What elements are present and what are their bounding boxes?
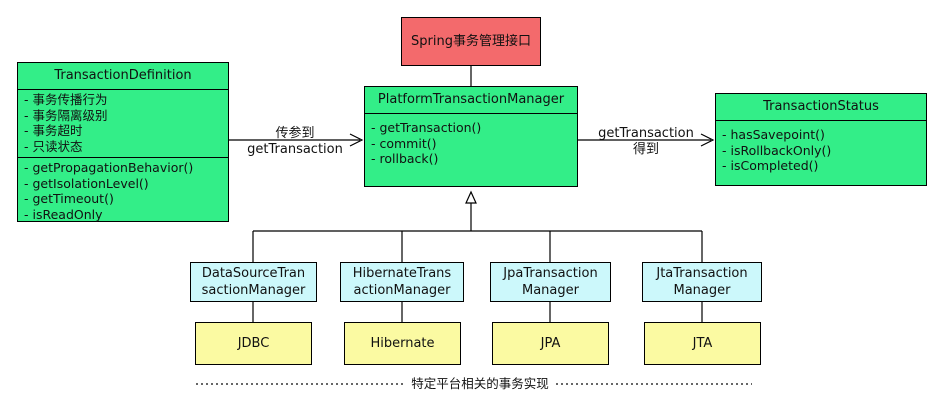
platform-transaction-manager-title: PlatformTransactionManager <box>365 87 577 114</box>
arrowhead-left <box>349 133 364 147</box>
platform-transaction-manager-box: PlatformTransactionManager - getTransact… <box>364 86 578 187</box>
definition-method: - getIsolationLevel() <box>24 175 149 191</box>
impl-box-jta: JtaTransaction Manager <box>642 262 762 302</box>
tech-label: JPA <box>540 336 561 351</box>
edge-label-right-line1: getTransaction <box>598 126 694 141</box>
manager-methods: - getTransaction() - commit() - rollback… <box>365 114 577 170</box>
definition-attr: - 只读状态 <box>24 138 83 154</box>
impl-label-line2: Manager <box>522 283 579 298</box>
edge-label-left-line1: 传参到 <box>275 126 315 141</box>
impl-label-line1: JpaTransaction <box>503 266 598 281</box>
impl-label-line1: HibernateTrans <box>352 266 452 281</box>
tech-label: JTA <box>692 336 713 351</box>
definition-attr: - 事务隔离级别 <box>24 107 108 123</box>
tech-label: JDBC <box>237 336 270 351</box>
tech-box-jpa: JPA <box>492 322 609 365</box>
impl-box-jpa: JpaTransaction Manager <box>490 262 611 302</box>
definition-method: - getTimeout() <box>24 191 114 206</box>
impl-label-line2: Manager <box>673 283 731 298</box>
impl-label-line1: DataSourceTran <box>201 266 306 281</box>
manager-method: - commit() <box>371 135 437 151</box>
edge-label-left: 传参到 getTransaction <box>240 126 350 158</box>
definition-method: - getPropagationBehavior() <box>24 160 194 175</box>
transaction-status-box: TransactionStatus - hasSavepoint() - isR… <box>715 93 927 186</box>
footer-label: 特定平台相关的事务实现 <box>411 376 549 391</box>
impl-label-line2: actionManager <box>353 283 451 298</box>
tech-box-jta: JTA <box>644 322 761 365</box>
definition-method: - isReadOnly <box>24 206 103 222</box>
manager-method: - getTransaction() <box>371 120 482 135</box>
edge-label-right-line2: 得到 <box>632 142 659 157</box>
manager-method: - rollback() <box>371 151 439 166</box>
status-method: - isRollbackOnly() <box>722 142 832 158</box>
definition-attrs: - 事务传播行为 - 事务隔离级别 - 事务超时 - 只读状态 <box>18 90 228 158</box>
arrowhead-right <box>700 133 715 147</box>
status-method: - isCompleted() <box>722 158 819 173</box>
tech-label: Hibernate <box>370 336 435 351</box>
edge-label-left-line2: getTransaction <box>247 142 343 157</box>
status-methods: - hasSavepoint() - isRollbackOnly() - is… <box>716 121 926 177</box>
transaction-status-title: TransactionStatus <box>716 94 926 121</box>
definition-attr: - 事务传播行为 <box>24 92 108 107</box>
transaction-definition-title: TransactionDefinition <box>18 63 228 90</box>
definition-methods: - getPropagationBehavior() - getIsolatio… <box>18 158 228 225</box>
impl-label-line2: sactionManager <box>201 283 306 298</box>
edge-label-right: getTransaction 得到 <box>588 126 704 158</box>
impl-box-hibernate: HibernateTrans actionManager <box>340 262 464 302</box>
spring-interface-box: Spring事务管理接口 <box>401 17 541 66</box>
spring-interface-title: Spring事务管理接口 <box>411 34 531 49</box>
tech-box-jdbc: JDBC <box>195 322 312 365</box>
inheritance-triangle <box>465 190 477 204</box>
definition-attr: - 事务超时 <box>24 123 83 138</box>
tech-box-hibernate: Hibernate <box>344 322 461 365</box>
impl-label-line1: JtaTransaction <box>656 266 748 281</box>
impl-box-datasource: DataSourceTran sactionManager <box>190 262 317 302</box>
status-method: - hasSavepoint() <box>722 127 825 142</box>
transaction-definition-box: TransactionDefinition - 事务传播行为 - 事务隔离级别 … <box>17 62 229 222</box>
